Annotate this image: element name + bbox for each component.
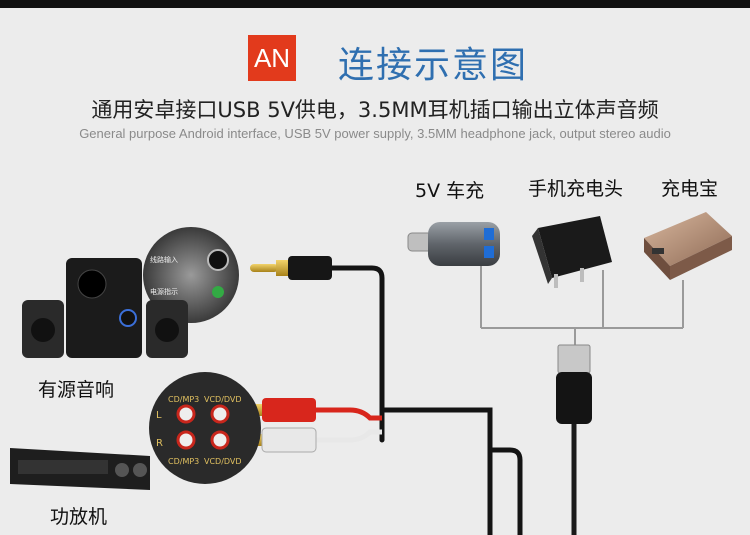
active-speaker-image: [22, 258, 188, 358]
amplifier-image: [10, 448, 150, 490]
left-channel-text: L: [156, 410, 162, 421]
phone-charger-label: 手机充电头: [528, 178, 624, 200]
cdmp3-top-text: CD/MP3: [168, 395, 199, 404]
active-speaker-label: 有源音响: [38, 379, 115, 401]
headphone-jack-plug: [250, 256, 332, 280]
cdmp3-bottom-text: CD/MP3: [168, 457, 199, 466]
rca-cables: [244, 398, 382, 453]
right-channel-text: R: [156, 438, 163, 449]
line-in-text: 线路输入: [150, 255, 178, 264]
audio-cable: [327, 265, 523, 535]
power-indicator-text: 电源指示: [150, 287, 178, 296]
brand-badge: AN: [248, 35, 296, 81]
power-bank-label: 充电宝: [661, 178, 719, 200]
car-charger-image: [407, 222, 500, 266]
amplifier-label: 功放机: [50, 506, 108, 528]
speaker-panel-closeup: 线路输入 电源指示: [143, 227, 239, 323]
subtitle: 通用安卓接口USB 5V供电，3.5MM耳机插口输出立体声音频: [91, 98, 659, 122]
usb-cable: [556, 344, 592, 535]
phone-charger-image: [532, 216, 612, 288]
car-charger-label: 5V 车充: [415, 180, 485, 202]
vcd-bottom-text: VCD/DVD: [204, 457, 242, 466]
subtitle-english: General purpose Android interface, USB 5…: [79, 126, 671, 141]
amplifier-panel-closeup: CD/MP3 VCD/DVD L R CD/MP3 VCD/DVD: [149, 372, 261, 484]
vcd-top-text: VCD/DVD: [204, 395, 242, 404]
power-bank-image: [644, 212, 732, 280]
page-title: 连接示意图: [338, 45, 529, 86]
top-bar: [0, 0, 750, 8]
power-wiring: [480, 263, 684, 345]
